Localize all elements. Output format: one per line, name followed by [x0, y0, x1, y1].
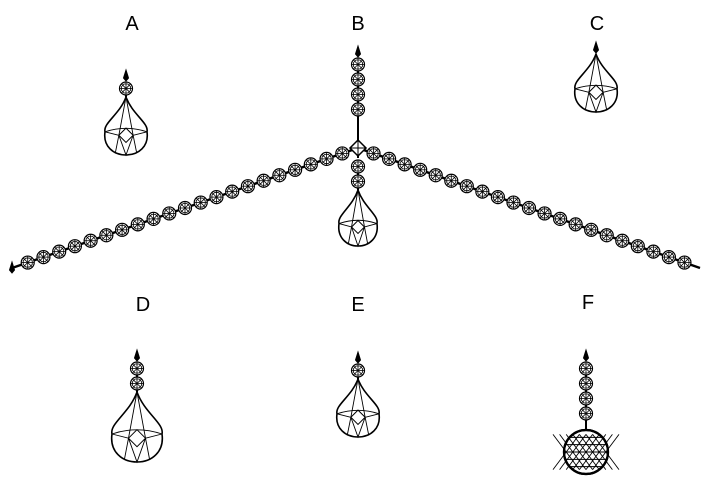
label-c: C — [589, 13, 605, 35]
strand-e — [335, 350, 381, 439]
garland-bead — [646, 244, 661, 259]
bead — [350, 57, 366, 72]
garland-bead — [537, 206, 552, 221]
garland — [8, 146, 701, 274]
pendant-teardrop — [110, 389, 164, 464]
garland-bead — [568, 217, 583, 232]
garland-bead — [630, 239, 645, 254]
strand-c — [573, 40, 619, 114]
garland-bead — [83, 233, 98, 248]
garland-bead — [272, 168, 287, 183]
garland-bead — [615, 233, 630, 248]
label-e: E — [351, 294, 365, 316]
garland-bead — [162, 206, 177, 221]
strand-a — [103, 68, 149, 157]
garland-bead — [256, 173, 271, 188]
garland-bead — [397, 157, 412, 172]
garland-bead — [506, 195, 521, 210]
garland-bead — [114, 222, 130, 237]
garland-bead — [490, 189, 506, 205]
pendant-teardrop — [338, 187, 378, 248]
bead — [578, 361, 594, 376]
garland-bead — [177, 200, 193, 216]
garland-bead — [303, 157, 318, 172]
garland-bead — [319, 151, 334, 167]
garland-bead — [459, 179, 474, 194]
garland-bead — [146, 211, 161, 227]
bead — [350, 159, 366, 174]
strand-b — [338, 44, 378, 248]
label-b: B — [351, 13, 365, 35]
bead — [350, 102, 366, 117]
garland-bead — [52, 244, 67, 259]
garland-bead — [240, 179, 256, 194]
bead — [350, 72, 366, 87]
garland-bead — [130, 217, 145, 232]
bead — [129, 361, 145, 376]
pendant-teardrop — [103, 94, 149, 157]
bead — [578, 406, 594, 421]
garland-bead — [521, 200, 537, 216]
garland-bead — [584, 222, 599, 237]
pendant-teardrop — [335, 376, 381, 439]
garland-bead — [428, 168, 443, 183]
garland-bead — [475, 184, 490, 199]
garland-bead — [99, 228, 114, 243]
garland-bead — [209, 189, 224, 205]
bead — [578, 376, 594, 391]
bead — [350, 174, 366, 189]
garland-bead — [36, 249, 51, 265]
pendant-teardrop — [573, 51, 619, 114]
bead — [118, 81, 134, 96]
garland-bead — [335, 146, 350, 161]
garland-bead — [193, 195, 208, 210]
strand-f — [552, 348, 620, 476]
garland-bead — [287, 162, 303, 177]
pendant-ball — [552, 428, 620, 476]
garland-bead — [225, 184, 240, 199]
bead — [129, 376, 145, 391]
garland-bead — [366, 146, 381, 161]
garland-bead — [444, 173, 459, 188]
garland-bead — [413, 162, 428, 177]
strand-d — [110, 348, 164, 464]
label-f: F — [581, 292, 595, 314]
bead — [350, 363, 366, 378]
garland-bead — [552, 211, 568, 227]
garland-bead — [20, 255, 35, 270]
label-d: D — [135, 294, 151, 316]
bead — [350, 87, 366, 102]
garland-bead — [381, 151, 397, 167]
bead — [578, 391, 594, 406]
label-a: A — [125, 13, 139, 35]
garland-bead — [677, 255, 692, 270]
garland-bead — [67, 239, 83, 254]
garland-bead — [661, 249, 677, 265]
garland-bead — [599, 228, 614, 243]
